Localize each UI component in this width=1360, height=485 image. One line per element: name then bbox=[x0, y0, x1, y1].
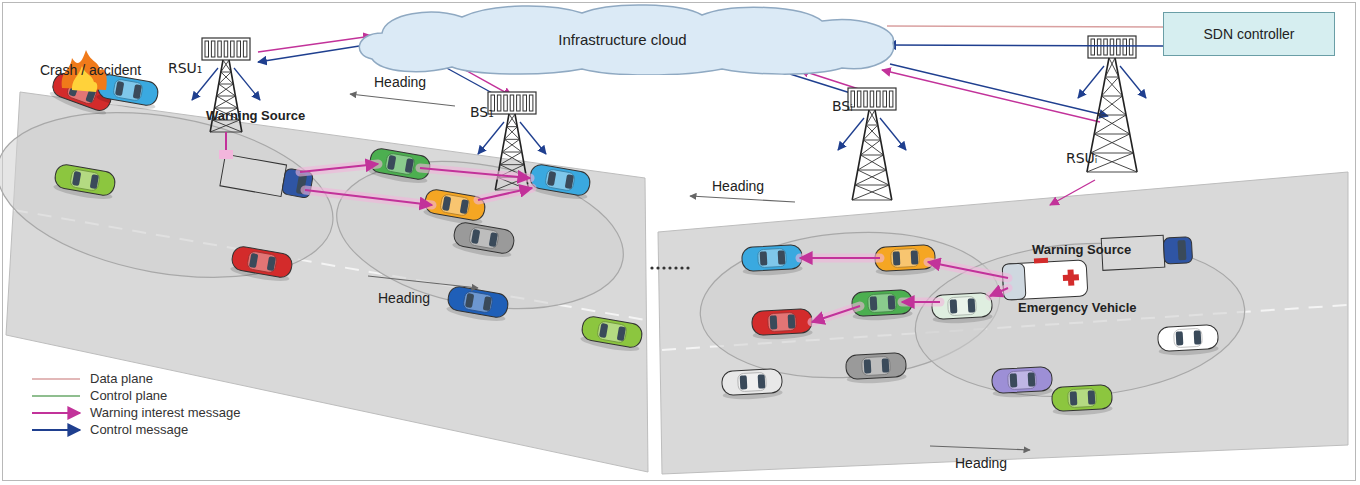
tower-label: BSᵢ bbox=[832, 98, 853, 114]
car-icon bbox=[845, 352, 906, 384]
car-icon bbox=[446, 285, 510, 324]
source-label: Warning Source bbox=[206, 108, 305, 123]
coverage-areas bbox=[0, 89, 1250, 408]
heading-arrows bbox=[350, 94, 1030, 450]
car-icon bbox=[230, 245, 294, 284]
heading-label: Heading bbox=[955, 455, 1007, 471]
continuation-dots bbox=[650, 266, 689, 269]
car-icon bbox=[721, 368, 782, 400]
tower-label: RSUᵢ bbox=[1066, 150, 1097, 166]
connector bbox=[887, 45, 1163, 46]
car-icon bbox=[528, 163, 592, 202]
car-icon bbox=[751, 308, 812, 340]
event-label: Crash / accident bbox=[40, 62, 141, 78]
vehicles bbox=[48, 70, 1219, 416]
emergency-vehicle-icon bbox=[1002, 256, 1088, 300]
car-icon bbox=[1157, 324, 1218, 356]
car-icon bbox=[580, 315, 644, 354]
node-text: SDN controller bbox=[1203, 26, 1294, 42]
truck-icon bbox=[220, 154, 314, 201]
car-icon bbox=[741, 244, 802, 276]
controller-box: SDN controller bbox=[1163, 12, 1335, 56]
car-icon bbox=[452, 221, 516, 260]
tower-label: BS₁ bbox=[470, 104, 494, 120]
vehicle-label: Emergency Vehicle bbox=[1018, 300, 1137, 315]
legend-samples bbox=[32, 379, 80, 430]
heading-label: Heading bbox=[378, 290, 430, 306]
legend-text: Data plane bbox=[90, 371, 153, 386]
road-right bbox=[658, 172, 1348, 474]
source-label: Warning Source bbox=[1032, 242, 1131, 257]
car-icon bbox=[931, 292, 992, 324]
car-icon bbox=[991, 366, 1052, 398]
warning-paths bbox=[219, 132, 1008, 322]
heading-label: Heading bbox=[374, 74, 426, 90]
connector bbox=[887, 26, 1163, 27]
node-text: Infrastructure cloud bbox=[558, 31, 686, 48]
legend-text: Warning interest message bbox=[90, 405, 241, 420]
heading-label: Heading bbox=[712, 178, 764, 194]
cloud-node: Infrastructure cloud bbox=[350, 3, 895, 75]
legend-text: Control plane bbox=[90, 388, 167, 403]
tower-label: RSU₁ bbox=[168, 60, 202, 76]
car-icon bbox=[1051, 384, 1112, 416]
legend-text: Control message bbox=[90, 422, 188, 437]
car-icon bbox=[53, 163, 117, 202]
